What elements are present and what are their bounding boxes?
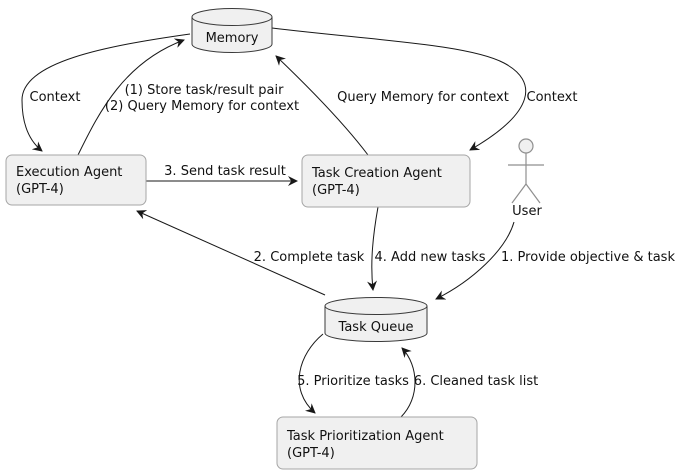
edge-creation-to-queue [367, 206, 379, 291]
user-head-icon [518, 138, 534, 154]
edge-creation-to-memory [275, 55, 369, 156]
task-queue-node: Task Queue [324, 297, 428, 342]
edge-label-prioritize-tasks: 5. Prioritize tasks [297, 374, 409, 389]
user-label: User [512, 204, 542, 219]
edge-label-query-memory: Query Memory for context [337, 90, 509, 105]
edge-label-context-right: Context [527, 90, 578, 105]
user-actor: User [508, 138, 544, 219]
task-prioritization-agent-node: Task Prioritization Agent (GPT-4) [276, 416, 478, 470]
edge-memory-to-creation [271, 27, 527, 151]
edge-label-store-task-result: (1) Store task/result pair [125, 83, 285, 98]
edge-queue-to-execution [136, 210, 326, 296]
edge-queue-to-prioritization [298, 333, 324, 414]
edge-prioritization-to-queue [400, 347, 416, 418]
task-queue-label: Task Queue [338, 320, 414, 335]
task-creation-agent-label: Task Creation Agent [311, 166, 442, 181]
edge-label-send-task-result: 3. Send task result [164, 164, 286, 179]
edge-label-context-left: Context [30, 90, 81, 105]
task-creation-agent-node: Task Creation Agent (GPT-4) [301, 154, 471, 208]
memory-label: Memory [206, 31, 259, 46]
edge-label-provide-objective: 1. Provide objective & task [501, 250, 675, 265]
edge-execution-to-memory [77, 38, 185, 156]
task-prioritization-agent-sublabel: (GPT-4) [287, 446, 335, 461]
memory-node: Memory [191, 8, 273, 53]
edge-user-to-queue [435, 221, 515, 300]
edge-label-cleaned-task-list: 6. Cleaned task list [414, 374, 538, 389]
edge-label-query-memory-2: (2) Query Memory for context [105, 99, 299, 114]
task-creation-agent-sublabel: (GPT-4) [312, 183, 360, 198]
edge-memory-to-execution [21, 33, 191, 152]
task-prioritization-agent-label: Task Prioritization Agent [286, 429, 444, 444]
execution-agent-sublabel: (GPT-4) [16, 182, 64, 197]
edge-label-add-new-tasks: 4. Add new tasks [375, 250, 486, 265]
execution-agent-label: Execution Agent [16, 165, 122, 180]
edge-label-complete-task: 2. Complete task [254, 250, 365, 265]
execution-agent-node: Execution Agent (GPT-4) [5, 154, 147, 206]
